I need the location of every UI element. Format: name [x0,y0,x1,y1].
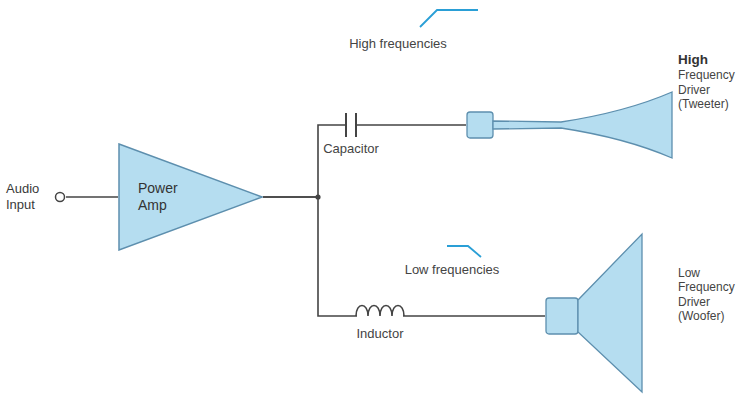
wire [263,125,466,197]
node-text: Audio Input [6,181,50,212]
tweeter-shape [466,50,678,168]
junction-dot [315,194,320,199]
node-text: High Frequency Driver (Tweeter) [678,52,740,111]
node-text: Power Amp [138,180,194,214]
part-name: Inductor [357,326,404,341]
capacitor-symbol [346,113,356,137]
amp-triangle [119,144,262,250]
power-amp: Power Amp [118,143,263,251]
driver-box [467,112,493,138]
wire [263,197,545,316]
horn [493,92,672,158]
signal-label: High frequencies [349,36,447,51]
node-text: Low Frequency Driver (Woofer) [678,266,740,324]
tweeter-driver: High Frequency Driver (Tweeter) [466,50,740,168]
woofer-driver: Low Frequency Driver (Woofer) [545,232,740,394]
wire [66,196,118,198]
accent-line [447,246,481,257]
woofer-shape [545,232,655,394]
accent-line [420,10,478,27]
signal-label: Low frequencies [405,262,500,277]
terminal-circle [54,191,66,203]
part-name: Capacitor [323,141,379,156]
driver-box [546,298,578,334]
cone [578,234,642,392]
inductor-symbol [356,306,404,321]
input-terminal: Audio Input [6,181,66,212]
